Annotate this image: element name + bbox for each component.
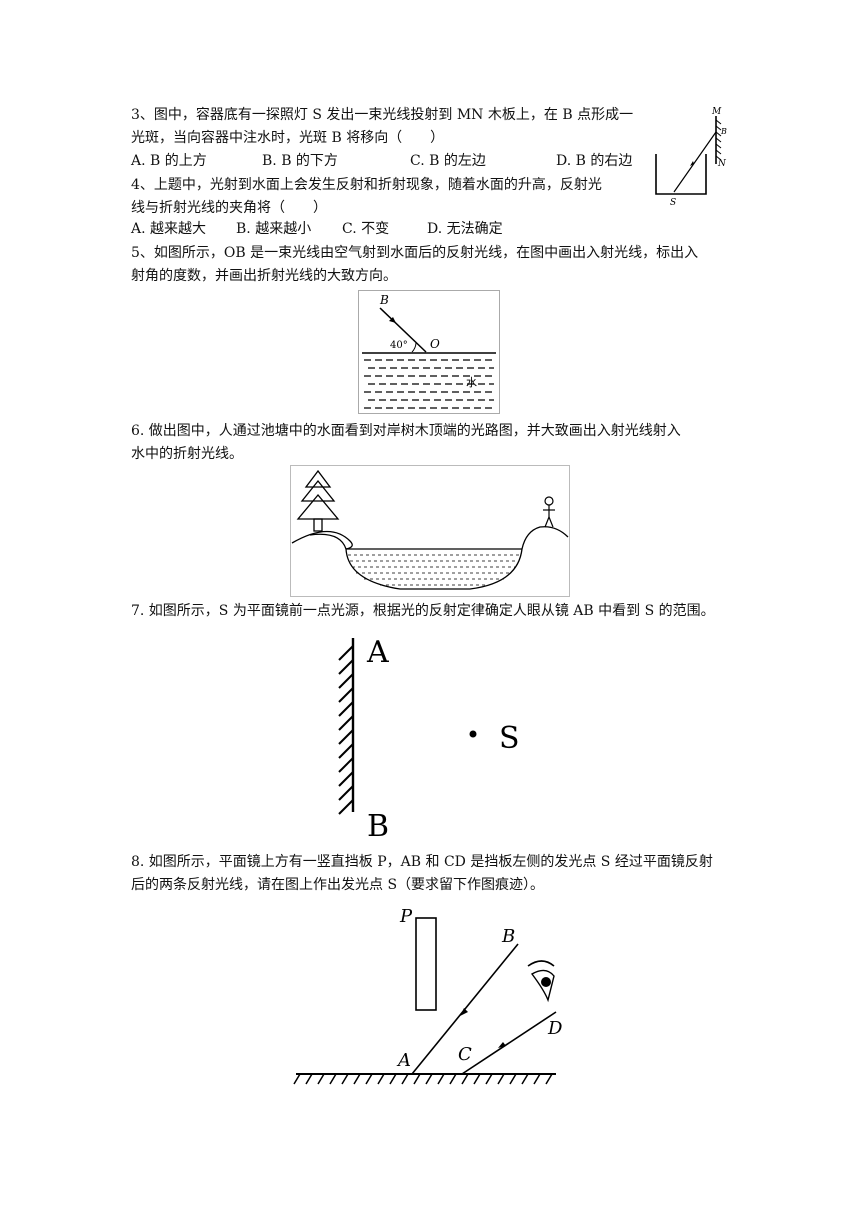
q3-option-c: C. B 的左边 [410, 153, 486, 169]
q6-text-line2: 水中的折射光线。 [131, 446, 243, 462]
q5-label-b: B [379, 293, 389, 307]
q5-reflection-figure: B O 40° 水 [358, 290, 500, 414]
q3-label-m: M [711, 107, 722, 117]
q3-label-s: S [670, 198, 676, 208]
q7-label-b: B [367, 809, 389, 842]
q5-angle-label: 40° [390, 340, 408, 351]
q8-text-line1: 8. 如图所示，平面镜上方有一竖直挡板 P，AB 和 CD 是挡板左侧的发光点 … [131, 854, 713, 870]
q3-option-a: A. B 的上方 [131, 153, 207, 169]
eye-icon [527, 960, 555, 1003]
q3-container-figure: M B N S [655, 107, 727, 208]
q8-mirror-figure: P B A C D [293, 906, 563, 1085]
q5-text-line2: 射角的度数，并画出折射光线的大致方向。 [131, 268, 397, 284]
q6-text-line1: 6. 做出图中，人通过池塘中的水面看到对岸树木顶端的光路图，并大致画出入射光线射… [131, 423, 681, 439]
q4-option-b: B. 越来越小 [236, 221, 312, 237]
q3-text-line1: 3、图中，容器底有一探照灯 S 发出一束光线投射到 MN 木板上，在 B 点形成… [131, 107, 634, 123]
light-source-point [469, 730, 477, 738]
q5-text-line1: 5、如图所示，OB 是一束光线由空气射到水面后的反射光线，在图中画出入射光线，标… [131, 245, 699, 261]
q7-text-line1: 7. 如图所示，S 为平面镜前一点光源，根据光的反射定律确定人眼从镜 AB 中看… [131, 603, 715, 619]
q8-label-d: D [547, 1018, 563, 1039]
q6-pond-figure [290, 465, 570, 597]
q8-label-a: A [396, 1050, 411, 1071]
q4-option-c: C. 不变 [342, 221, 390, 237]
q7-mirror-figure: A B S [338, 635, 520, 842]
tree-icon [296, 469, 340, 532]
q8-label-p: P [399, 906, 413, 927]
q5-label-o: O [430, 337, 440, 351]
q3-option-d: D. B 的右边 [556, 153, 633, 169]
q5-water-label: 水 [466, 376, 477, 389]
q4-option-a: A. 越来越大 [131, 221, 207, 237]
q7-label-s: S [499, 721, 520, 756]
q4-option-d: D. 无法确定 [427, 221, 503, 237]
person-icon [543, 496, 555, 528]
q3-label-b: B [720, 127, 727, 136]
q3-text-line2: 光斑，当向容器中注水时，光斑 B 将移向（ ） [131, 130, 445, 146]
q8-label-c: C [458, 1044, 472, 1065]
q8-text-line2: 后的两条反射光线，请在图上作出发光点 S（要求留下作图痕迹）。 [131, 877, 545, 893]
q4-text-line1: 4、上题中，光射到水面上会发生反射和折射现象，随着水面的升高，反射光 [131, 177, 602, 193]
q8-label-b: B [501, 926, 515, 947]
q3-option-b: B. B 的下方 [262, 153, 338, 169]
q7-label-a: A [366, 635, 389, 670]
q3-label-n: N [717, 159, 727, 169]
q4-text-line2: 线与折射光线的夹角将（ ） [131, 200, 327, 216]
